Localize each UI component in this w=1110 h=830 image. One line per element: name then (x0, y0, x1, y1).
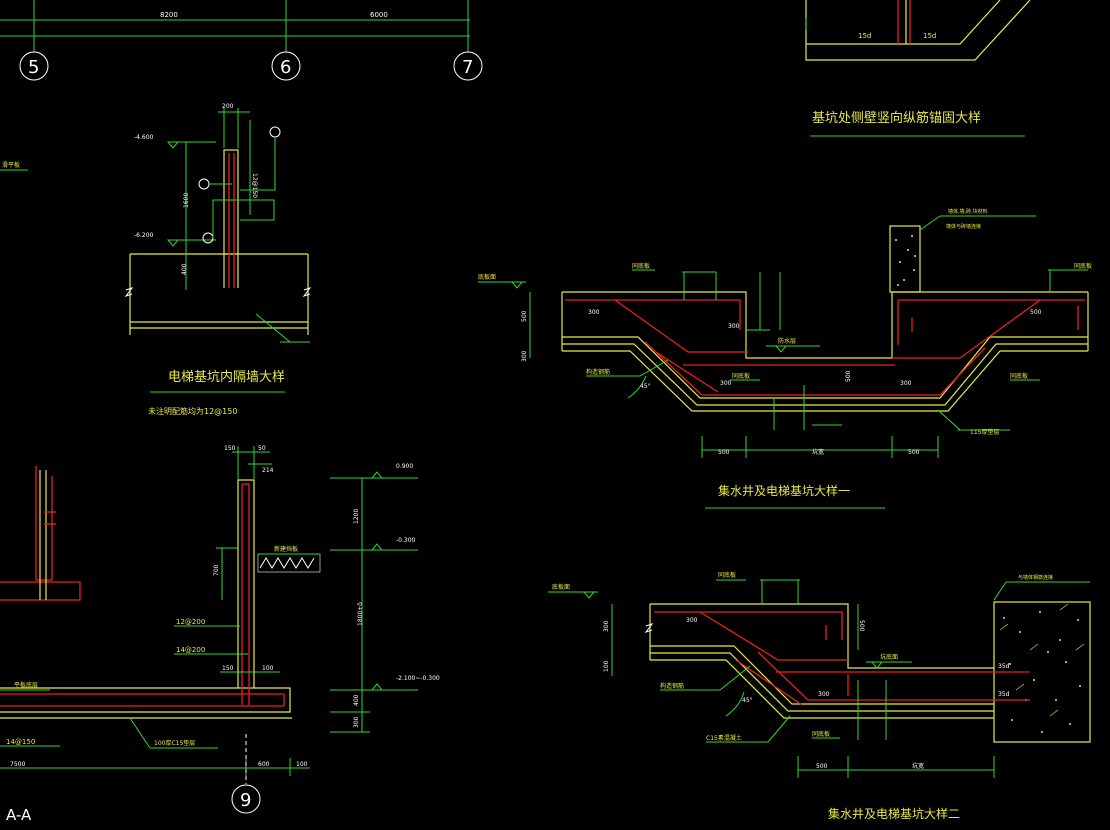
pit1-dim-300-c: 300 (720, 380, 732, 387)
pit2-angle: 45° (742, 697, 753, 704)
aa-dim-600: 600 (258, 761, 270, 768)
axis-bubble-5 (19, 51, 49, 81)
aa-dim-700: 700 (213, 564, 220, 576)
pit1-label-same-slab-4: 同底板 (1074, 262, 1092, 270)
grid-axes: 8200 6000 5 6 7 (0, 0, 483, 81)
svg-text:与墙体钢筋连接: 与墙体钢筋连接 (1018, 574, 1053, 581)
pit2-dim-300-a: 300 (686, 617, 698, 624)
detail-pit-2[interactable]: 底板面 300 100 同底板 300 300 500 坑底面 构造钢筋 45°… (548, 571, 1091, 821)
pit2-dim-500: 500 (816, 763, 828, 770)
pit2-dim-300-b: 300 (818, 691, 830, 698)
svg-text:坑底面: 坑底面 (880, 653, 898, 661)
svg-text:滑平板: 滑平板 (2, 161, 20, 169)
pit1-dim-300-a: 300 (588, 309, 600, 316)
anchor-dim-15d-right: 15d (923, 32, 936, 40)
aa-dim-300: 300 (353, 716, 360, 728)
axis-bubble-6 (271, 51, 301, 81)
aa-dim-100: 100 (296, 761, 308, 768)
pit1-label-same-slab-3: 同底板 (1010, 372, 1028, 380)
pit1-dim-300-e: 500 (1030, 309, 1042, 316)
grid-dim-6000: 6000 (370, 11, 388, 19)
svg-text:500: 500 (858, 620, 865, 632)
aa-dim-400: 400 (353, 694, 360, 706)
anchor-dim-15d-left: 15d (858, 32, 871, 40)
pit2-title: 集水井及电梯基坑大样二 (828, 806, 960, 821)
detail-elevator-partition[interactable]: 200 -4.600 -6.200 1600 400 12@150 电梯基坑内隔… (124, 103, 312, 416)
pit1-dim-500-c: 500 (845, 370, 852, 382)
partition-dim-200: 200 (222, 103, 234, 110)
pit1-label-same-slab-1: 同底板 (632, 262, 650, 270)
aa-label-slab-bottom: 平板底层 (14, 681, 38, 689)
aa-elev-0900: 0.900 (396, 463, 413, 470)
partition-rebar: 12@150 (251, 173, 258, 198)
axis-bubble-9 (231, 784, 261, 814)
left-edge-fragments: 滑平板 (0, 161, 81, 601)
section-aa[interactable]: 新建挡板 150 50 214 700 0.900 -0.300 -2.100~… (0, 445, 440, 824)
axis-bubble-7 (453, 51, 483, 81)
grid-dim-8200: 8200 (160, 11, 178, 19)
aa-label-cushion: 100厚C15垫层 (154, 739, 195, 747)
aa-dim-7500: 7500 (10, 761, 25, 768)
partition-title: 电梯基坑内隔墙大样 (168, 369, 285, 385)
aa-elev-m0300: -0.300 (396, 537, 416, 544)
svg-text:同底板: 同底板 (812, 730, 830, 738)
pit1-label-cushion: 115厚垫层 (970, 428, 999, 436)
pit1-label-slab-top: 底板面 (478, 273, 496, 281)
pit1-label-construct-rebar: 构造钢筋 (586, 368, 610, 376)
svg-text:构造钢筋: 构造钢筋 (660, 682, 684, 690)
section-aa-label: A-A (6, 806, 32, 824)
pit2-dim-35d-a: 35d (998, 663, 1010, 670)
partition-dim-400: 400 (181, 263, 188, 275)
pit1-dim-left-500: 500 (521, 310, 528, 322)
detail-wall-anchor[interactable]: 15d 15d 基坑处侧壁竖向纵筋锚固大样 (805, 0, 1031, 137)
pit1-title: 集水井及电梯基坑大样一 (718, 483, 850, 498)
axis-label-9: 9 (240, 790, 251, 811)
aa-dim-1200: 1200 (353, 509, 360, 524)
detail-pit-1[interactable]: 底板面 500 300 同底板 300 300 300 300 500 防水层 … (478, 208, 1092, 509)
axis-label-6: 6 (280, 57, 291, 78)
partition-dim-1600: 1600 (183, 193, 190, 208)
svg-text:100: 100 (603, 660, 610, 672)
aa-rebar-14-200: 14@200 (176, 646, 205, 654)
pit1-dim-300-d: 300 (900, 380, 912, 387)
aa-dim-1800: 1800+δ (357, 602, 364, 626)
svg-text:墙体与砖墙连接: 墙体与砖墙连接 (946, 223, 981, 230)
pit1-dim-pit-width: 坑宽 (812, 448, 824, 456)
aa-elev-range: -2.100~-0.300 (396, 675, 440, 682)
aa-dim-100b: 100 (262, 665, 274, 672)
pit1-label-same-slab-2: 同底板 (732, 372, 750, 380)
partition-elev-top: -4.600 (134, 134, 154, 141)
aa-dim-150b: 150 (222, 665, 234, 672)
aa-rebar-12-200: 12@200 (176, 618, 205, 626)
pit1-dim-500-b: 500 (908, 449, 920, 456)
aa-dim-50: 50 (258, 445, 266, 452)
pit1-angle: 45° (640, 383, 651, 390)
svg-text:C15素混凝土: C15素混凝土 (706, 734, 742, 742)
svg-text:同底板: 同底板 (718, 571, 736, 579)
pit1-dim-300-b: 300 (728, 323, 740, 330)
pit1-dim-500-a: 500 (718, 449, 730, 456)
pit1-label-pit-bottom: 防水层 (778, 337, 796, 345)
pit2-dim-300-left: 300 (603, 620, 610, 632)
axis-label-5: 5 (28, 57, 39, 78)
anchor-detail-title: 基坑处侧壁竖向纵筋锚固大样 (812, 110, 981, 126)
aa-label-retaining: 新建挡板 (274, 545, 298, 553)
partition-elev-bottom: -6.200 (134, 232, 154, 239)
svg-text:底板面: 底板面 (552, 583, 570, 591)
pit1-dim-left-100: 300 (521, 350, 528, 362)
partition-note: 未注明配筋均为12@150 (148, 406, 237, 416)
axis-label-7: 7 (462, 57, 473, 78)
svg-text:墙体,墙,砖,块材料: 墙体,墙,砖,块材料 (948, 208, 988, 215)
aa-dim-150: 150 (224, 445, 236, 452)
pit2-dim-35d-b: 35d (998, 691, 1010, 698)
aa-dim-214: 214 (262, 467, 274, 474)
aa-rebar-14-150: 14@150 (6, 738, 35, 746)
pit2-dim-pit-width: 坑宽 (912, 762, 924, 770)
